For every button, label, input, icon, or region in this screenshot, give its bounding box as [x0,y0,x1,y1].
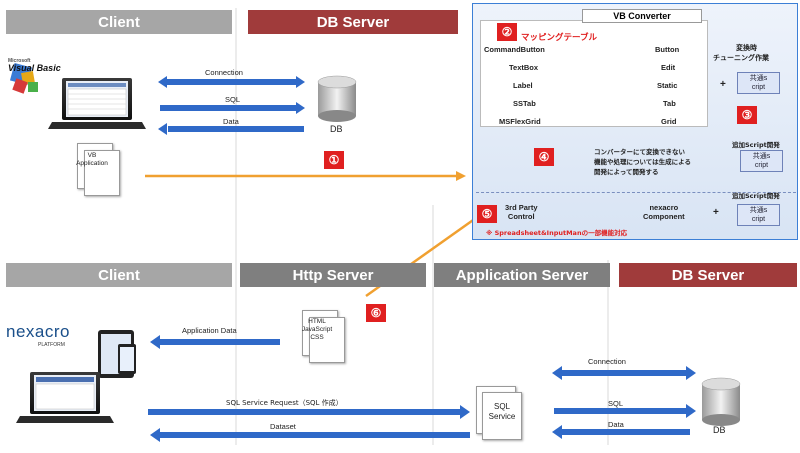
sql-service-label: SQL Service [488,402,516,421]
document-icon [84,150,120,196]
database-icon-bottom [701,377,741,426]
tuning-label-1: 変換時 [736,44,757,52]
bottom-client-header: Client [6,263,232,287]
mapping-from-1: TextBox [509,63,539,72]
mapping-from-3: SSTab [513,99,536,108]
visual-basic-label: Visual Basic [8,63,61,73]
vb-converter-title: VB Converter [582,9,702,23]
data-label: Data [223,117,239,126]
nexacro-logo: nexacro [6,322,70,341]
sql-request-label: SQL Service Request（SQL 作成） [226,399,343,407]
mapping-to-0: Button [655,45,680,54]
nexacro-platform-label: PLATFORM [38,342,65,348]
connection-label: Connection [205,68,243,77]
mapping-from-4: MSFlexGrid [499,117,541,126]
mapping-from-0: CommandButton [484,45,545,54]
html-document-icon [309,317,345,363]
nexacro-devices-icon [16,330,136,423]
microsoft-label: Microsoft [8,58,31,64]
connection-label-bottom: Connection [588,357,626,366]
sql-label: SQL [225,95,241,104]
badge-2: ② [497,23,517,41]
bottom-db-server-header: DB Server [619,263,797,287]
mapping-to-4: Grid [661,117,677,126]
data-label-bottom: Data [608,420,624,429]
laptop-icon [48,78,146,129]
note4-line-3: 開発によって開発する [594,168,659,176]
nexacro-component-label: nexacro Component [643,203,685,221]
badge-6: ⑥ [366,304,386,322]
divider-dashed [476,192,796,193]
plus-sign-2: + [713,207,719,218]
client-header: Client [6,10,232,34]
application-server-header: Application Server [434,263,610,287]
third-party-label: 3rd Party Control [505,203,538,221]
badge-4: ④ [534,148,554,166]
mapping-to-3: Tab [663,99,676,108]
database-icon [317,75,357,122]
http-server-header: Http Server [240,263,426,287]
badge-5: ⑤ [477,205,497,223]
html-doc-label: HTML JavaScript CSS [301,318,333,341]
db-label-bottom: DB [713,425,726,435]
visual-basic-logo-icon [9,62,38,94]
dataset-label: Dataset [270,422,296,431]
application-data-label: Application Data [182,326,237,335]
mapping-from-2: Label [513,81,533,90]
note4-line-2: 機能や処理については生成による [594,158,691,166]
sql-service-document-icon [482,392,522,440]
common-script-box-2: 共通s cript [740,150,783,172]
mapping-to-2: Static [657,81,678,90]
tuning-label-2: チューニング作業 [713,54,769,62]
db-label: DB [330,124,343,134]
spreadsheet-note: ※ Spreadsheet&InputManの一部機能対応 [486,229,628,237]
additional-script-label-1: 追加Script開発 [732,141,780,149]
common-script-box-3: 共通s cript [737,204,780,226]
common-script-box: 共通s cript [737,72,780,94]
mapping-to-1: Edit [661,63,676,72]
sql-label-bottom: SQL [608,399,624,408]
badge-1: ① [324,151,344,169]
plus-sign: + [720,79,726,90]
additional-script-label-2: 追加Script開発 [732,192,780,200]
vb-application-label: VB Application [76,152,108,167]
db-server-header: DB Server [248,10,458,34]
note4-line-1: コンバーターにて変換できない [594,148,685,156]
mapping-table-title: マッピングテーブル [521,33,597,43]
badge-3: ③ [737,106,757,124]
